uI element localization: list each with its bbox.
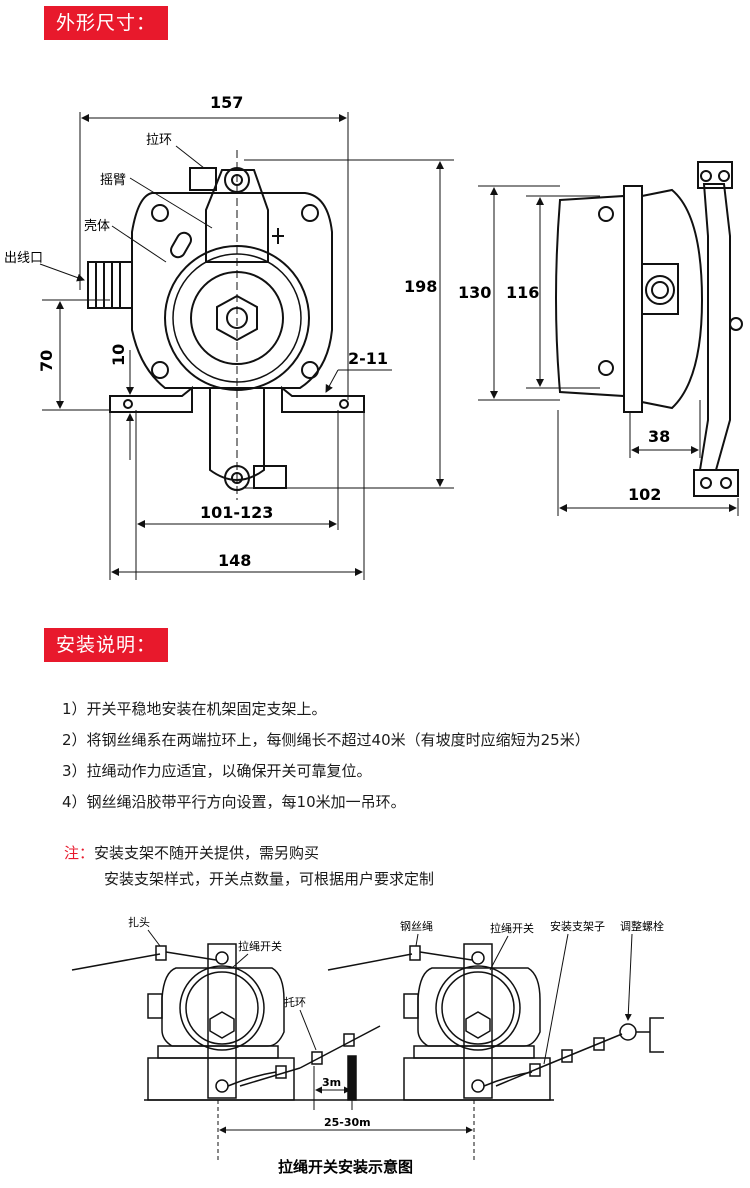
screw-icon xyxy=(151,361,169,379)
screw-icon xyxy=(301,361,319,379)
dim-base-width: 148 xyxy=(218,551,251,570)
instruction-item: 1）开关平稳地安装在机架固定支架上。 xyxy=(62,700,327,718)
label-pull-ring: 拉环 xyxy=(146,133,172,148)
note-line-1: 安装支架不随开关提供，需另购买 xyxy=(94,844,320,862)
housing-outline xyxy=(131,192,333,389)
cable-gland xyxy=(87,261,133,309)
label-support-ring: 托环 xyxy=(284,995,306,1009)
dimension-drawing: 157 198 130 116 70 10 2-11 101-123 148 3… xyxy=(4,93,743,580)
label-adjust-bolt: 调整螺栓 xyxy=(620,919,664,933)
label-housing: 壳体 xyxy=(84,219,110,234)
note-label: 注： xyxy=(64,844,95,862)
dim-height-total: 198 xyxy=(404,277,437,296)
side-housing xyxy=(555,194,625,398)
dim-spacing-3m: 3m xyxy=(322,1076,341,1089)
dim-depth-38: 38 xyxy=(648,427,670,446)
right-base-block xyxy=(403,1057,551,1101)
note-block: 注：安装支架不随开关提供，需另购买 安装支架样式，开关点数量，可根据用户要求定制 xyxy=(64,840,434,892)
dim-base-70: 70 xyxy=(37,350,56,372)
instruction-item: 3）拉绳动作力应适宜，以确保开关可靠复位。 xyxy=(62,762,372,780)
label-pull-switch-left: 拉绳开关 xyxy=(238,939,282,953)
label-rocker-arm: 摇臂 xyxy=(100,173,126,188)
dim-span: 25-30m xyxy=(324,1116,371,1129)
instruction-item: 2）将钢丝绳系在两端拉环上，每侧绳长不超过40米（有坡度时应缩短为25米） xyxy=(62,731,590,749)
dim-width-top: 157 xyxy=(210,93,243,112)
diagram-caption: 拉绳开关安装示意图 xyxy=(278,1158,413,1176)
dim-side-116: 116 xyxy=(506,283,539,302)
base-foot-left xyxy=(109,385,193,413)
section-title-dimensions: 外形尺寸： xyxy=(44,6,169,40)
rocker-arm xyxy=(205,169,269,263)
screw-icon xyxy=(151,204,169,222)
base-foot-right xyxy=(281,385,365,413)
adjust-bolt-icon xyxy=(619,1023,637,1041)
instruction-item: 4）钢丝绳沿胶带平行方向设置，每10米加一吊环。 xyxy=(62,793,406,811)
screw-icon xyxy=(301,204,319,222)
label-pull-switch-right: 拉绳开关 xyxy=(490,921,534,935)
installation-diagram: 扎头 拉绳开关 托环 钢丝绳 拉绳开关 安装支架子 调整螺栓 3m 25-30m… xyxy=(71,915,664,1176)
dim-base-10: 10 xyxy=(109,344,128,366)
note-line-2: 安装支架样式，开关点数量，可根据用户要求定制 xyxy=(104,870,435,888)
dim-holes: 2-11 xyxy=(348,349,388,368)
left-base-block xyxy=(147,1057,295,1101)
instruction-list: 1）开关平稳地安装在机架固定支架上。 2）将钢丝绳系在两端拉环上，每侧绳长不超过… xyxy=(62,694,590,818)
side-flange xyxy=(623,185,643,413)
label-cable-outlet: 出线口 xyxy=(4,251,43,266)
side-rocker-arm xyxy=(698,183,731,471)
dim-depth-102: 102 xyxy=(628,485,661,504)
dim-mount-range: 101-123 xyxy=(200,503,273,522)
center-hex-nut xyxy=(216,294,258,342)
label-mount-bracket: 安装支架子 xyxy=(550,919,605,933)
section-title-installation: 安装说明： xyxy=(44,628,169,662)
dim-side-130: 130 xyxy=(458,283,491,302)
label-clamp: 扎头 xyxy=(128,915,150,929)
label-wire-rope: 钢丝绳 xyxy=(400,919,433,933)
